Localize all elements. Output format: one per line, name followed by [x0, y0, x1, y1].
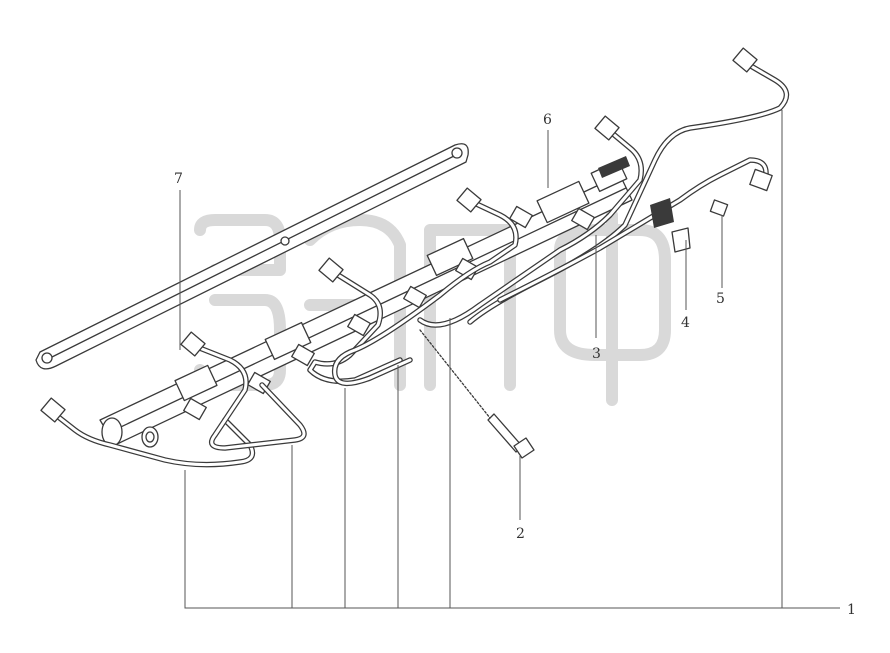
fuel-rail	[99, 156, 633, 448]
callout-3: 3	[592, 346, 601, 362]
pipe-end-nuts	[40, 47, 773, 423]
bracket-bar	[35, 143, 469, 370]
callout-6: 6	[543, 112, 552, 128]
callout-labels: 1 2 3 4 5 6 7	[174, 112, 856, 618]
callout-7: 7	[174, 171, 183, 187]
callout-4: 4	[681, 315, 690, 331]
callout-2: 2	[516, 526, 525, 542]
callout-5: 5	[716, 291, 725, 307]
injector-pipes	[49, 59, 790, 468]
bolt	[419, 329, 535, 459]
leader-lines	[179, 110, 840, 609]
callout-1: 1	[847, 602, 856, 618]
rail-nuts	[183, 205, 595, 421]
